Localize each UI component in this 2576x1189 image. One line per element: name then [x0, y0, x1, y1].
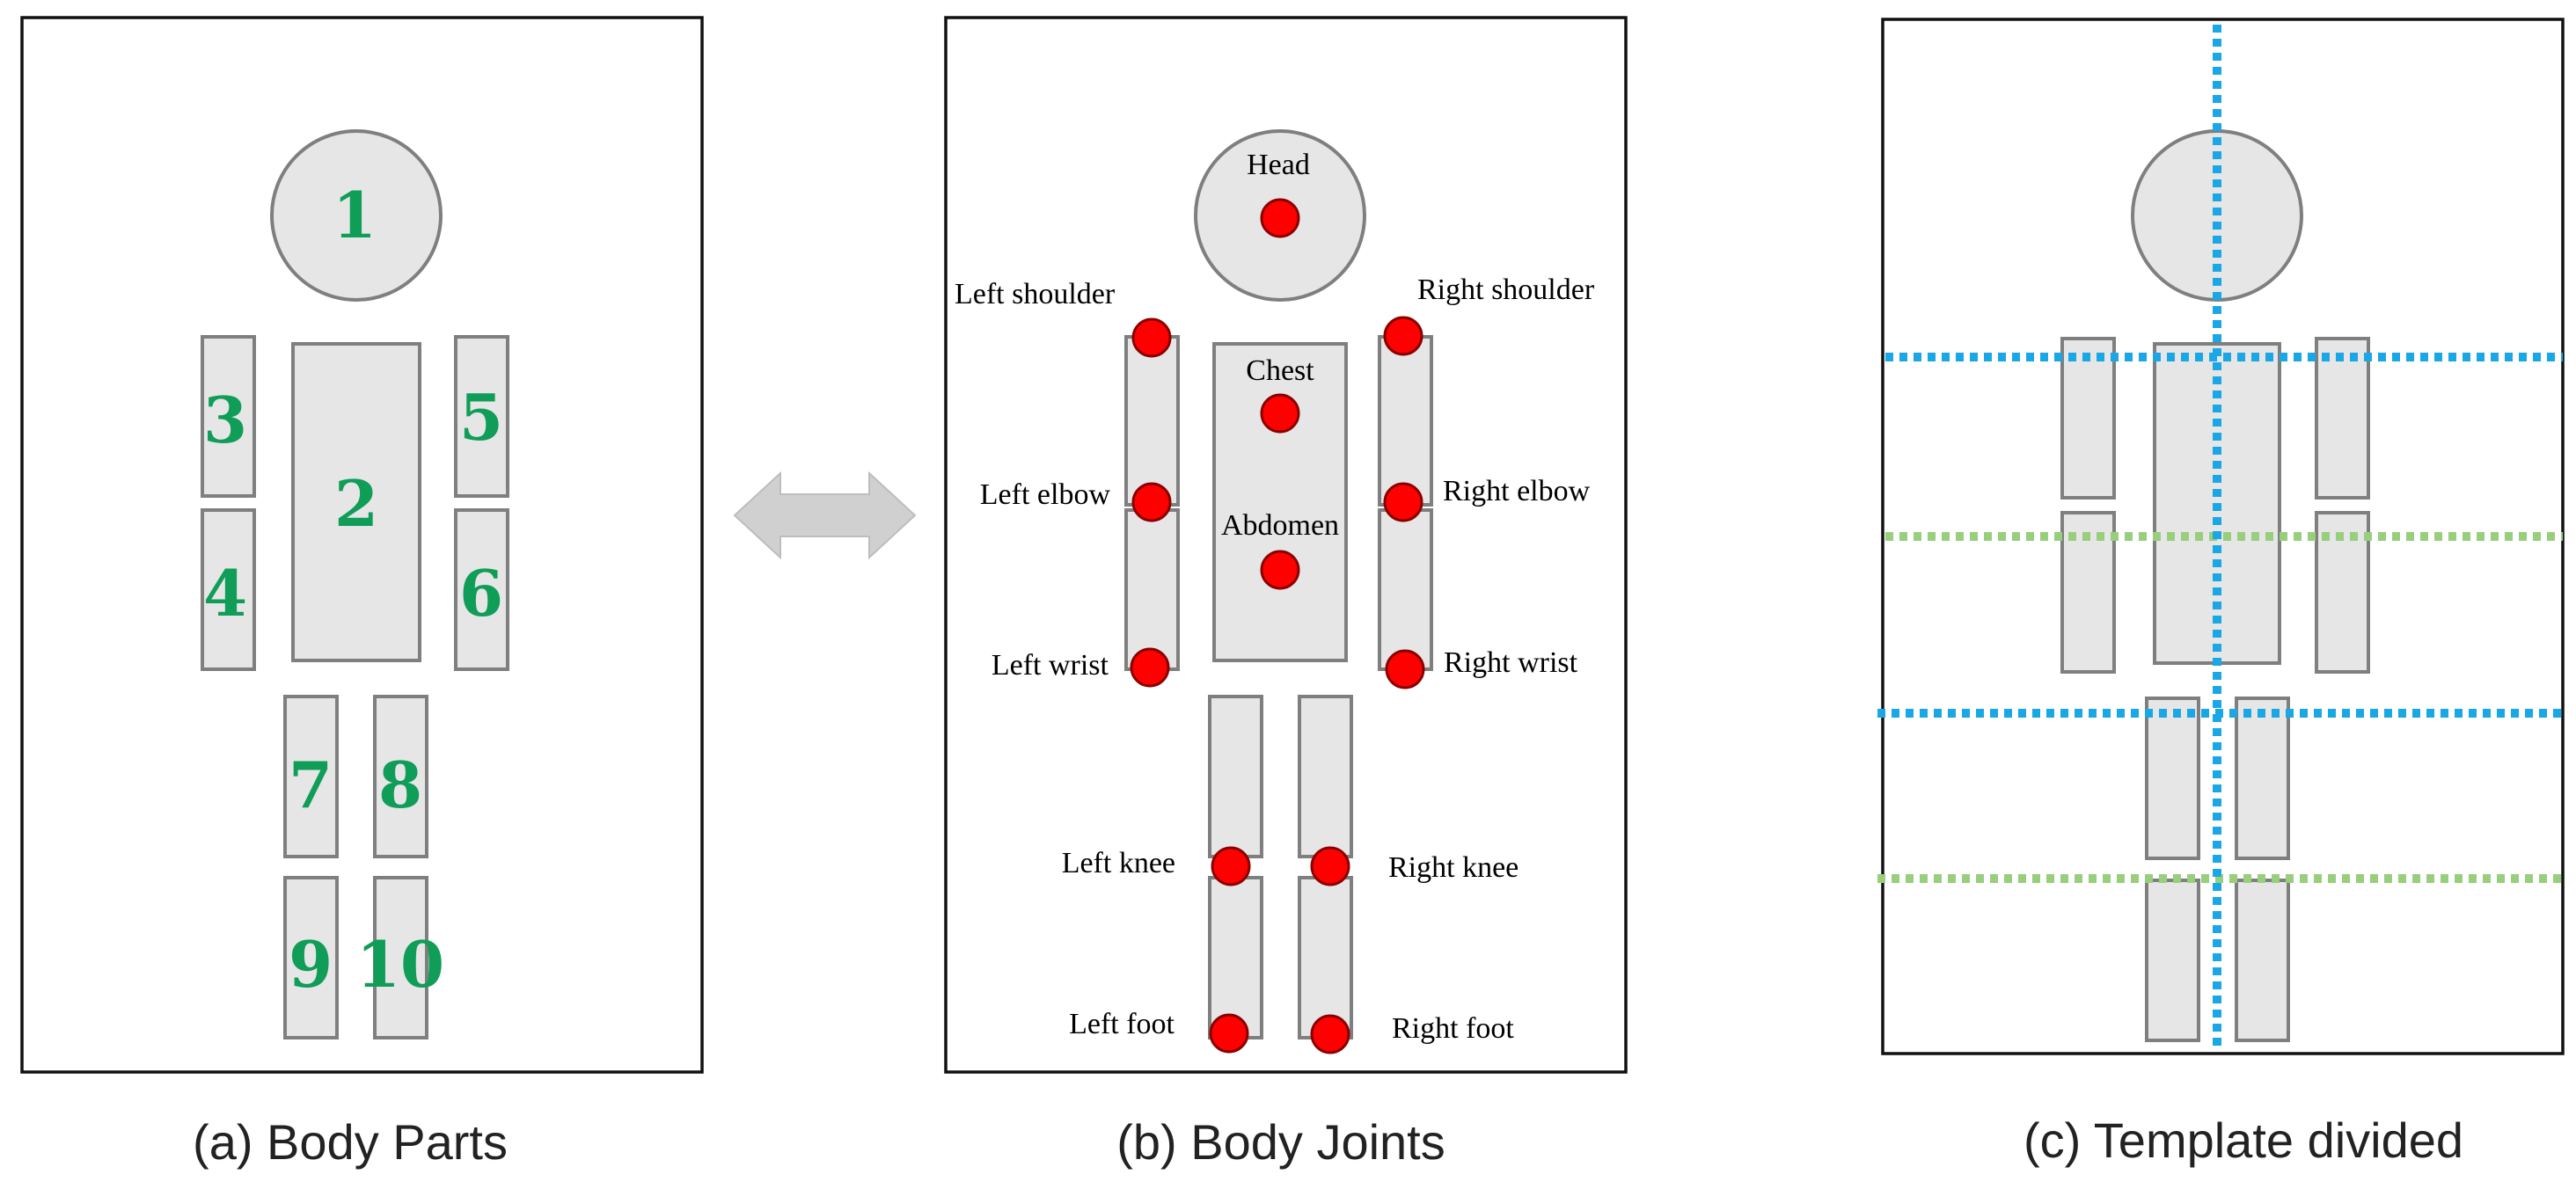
part-left-lower-arm [201, 508, 256, 671]
part-number-1: 1 [333, 178, 377, 252]
joint-right-shoulder [1383, 316, 1423, 356]
part-left-lower-leg [283, 876, 339, 1039]
label-left-knee: Left knee [1062, 847, 1175, 879]
template-right-lower-leg [2235, 879, 2290, 1042]
part-number-4: 4 [203, 556, 247, 631]
double-arrow-icon [733, 470, 917, 560]
caption-body-joints: (b) Body Joints [1116, 1114, 1445, 1170]
joint-left-shoulder [1131, 317, 1172, 358]
part-right-lower-leg [373, 876, 428, 1039]
label-left-wrist: Left wrist [992, 649, 1109, 682]
joint-right-wrist [1385, 649, 1425, 689]
template-left-upper-leg [2145, 697, 2200, 860]
part-number-9: 9 [289, 927, 333, 1002]
label-right-wrist: Right wrist [1444, 646, 1578, 679]
part-number-8: 8 [378, 748, 422, 822]
part-number-3: 3 [203, 383, 247, 457]
joint-right-knee [1310, 846, 1350, 886]
label-abdomen: Abdomen [1221, 509, 1339, 542]
segment-left-lower-arm [1124, 508, 1180, 671]
part-right-upper-arm [454, 335, 509, 498]
segment-right-upper-leg [1298, 695, 1353, 858]
panel-template-divided [1877, 18, 2565, 1055]
segment-left-upper-arm [1124, 335, 1180, 507]
joint-left-elbow [1131, 482, 1172, 522]
joint-right-elbow [1383, 482, 1423, 522]
segment-right-lower-leg [1298, 876, 1353, 1039]
template-left-upper-arm [2060, 337, 2116, 500]
part-number-7: 7 [289, 748, 333, 822]
segment-torso [1212, 342, 1348, 662]
joint-chest [1260, 393, 1300, 434]
label-right-knee: Right knee [1388, 851, 1519, 884]
segment-left-upper-leg [1208, 695, 1263, 858]
part-number-6: 6 [459, 556, 503, 631]
joint-left-knee [1211, 846, 1251, 886]
joint-left-wrist [1130, 647, 1170, 688]
label-left-shoulder: Left shoulder [955, 278, 1116, 310]
label-chest: Chest [1246, 354, 1314, 387]
joint-abdomen [1260, 550, 1300, 590]
joint-right-foot [1310, 1014, 1350, 1054]
label-left-foot: Left foot [1069, 1008, 1175, 1040]
panel-body-joints: Head Left shoulder Right shoulder Chest … [944, 16, 1628, 1074]
joint-head [1260, 198, 1300, 238]
label-right-elbow: Right elbow [1443, 475, 1591, 507]
caption-body-parts: (a) Body Parts [193, 1114, 508, 1170]
part-right-upper-leg [373, 695, 428, 858]
label-right-shoulder: Right shoulder [1417, 274, 1595, 306]
part-head [270, 129, 443, 302]
template-right-upper-arm [2315, 337, 2370, 500]
template-right-upper-leg [2235, 697, 2290, 860]
label-head: Head [1247, 149, 1310, 181]
part-number-5: 5 [459, 380, 503, 455]
part-number-10: 10 [356, 927, 444, 1002]
template-left-lower-leg [2145, 879, 2200, 1042]
joint-left-foot [1209, 1013, 1249, 1054]
part-right-lower-arm [454, 508, 509, 671]
caption-template-divided: (c) Template divided [2023, 1112, 2463, 1168]
label-right-foot: Right foot [1392, 1012, 1514, 1045]
part-number-2: 2 [334, 466, 378, 541]
segment-right-lower-arm [1378, 508, 1433, 671]
segment-right-upper-arm [1378, 335, 1433, 507]
part-left-upper-arm [201, 335, 256, 498]
panel-body-parts: 1 2 3 4 5 6 7 8 9 10 [20, 16, 704, 1074]
part-left-upper-leg [283, 695, 339, 858]
segment-left-lower-leg [1208, 876, 1263, 1039]
part-torso [291, 342, 421, 662]
template-torso [2153, 342, 2281, 665]
label-left-elbow: Left elbow [980, 478, 1111, 511]
